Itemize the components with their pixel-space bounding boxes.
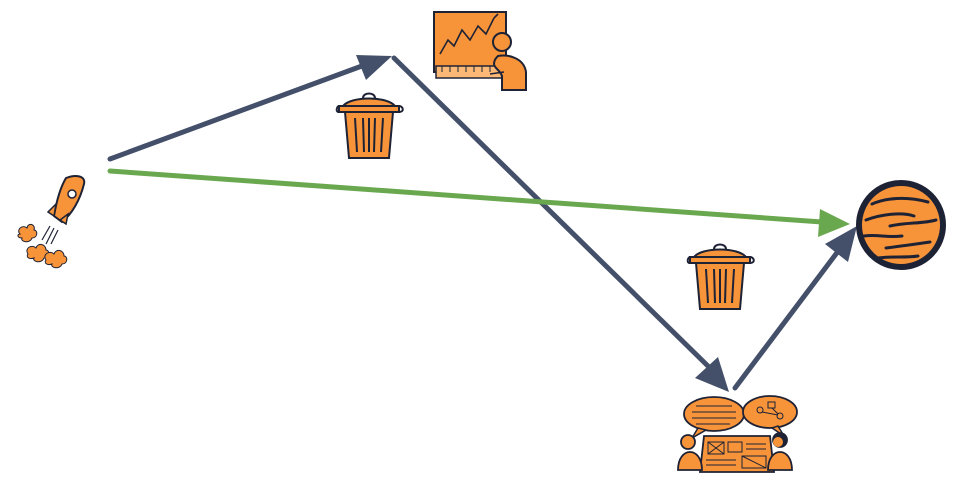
- chart-presentation-icon: [433, 11, 527, 91]
- arrow-collaboration-to-goal: [732, 226, 857, 391]
- arrow-start-to-analysis: [107, 55, 392, 162]
- arrow-analysis-to-collaboration: [391, 55, 729, 392]
- trash-can-icon: [335, 92, 404, 159]
- arrow-start-to-goal-direct: [107, 168, 850, 237]
- planet-icon: [856, 180, 946, 270]
- rocket-icon: [17, 175, 86, 269]
- people-discussing-plan-icon: [677, 395, 798, 473]
- trash-can-icon: [686, 243, 755, 310]
